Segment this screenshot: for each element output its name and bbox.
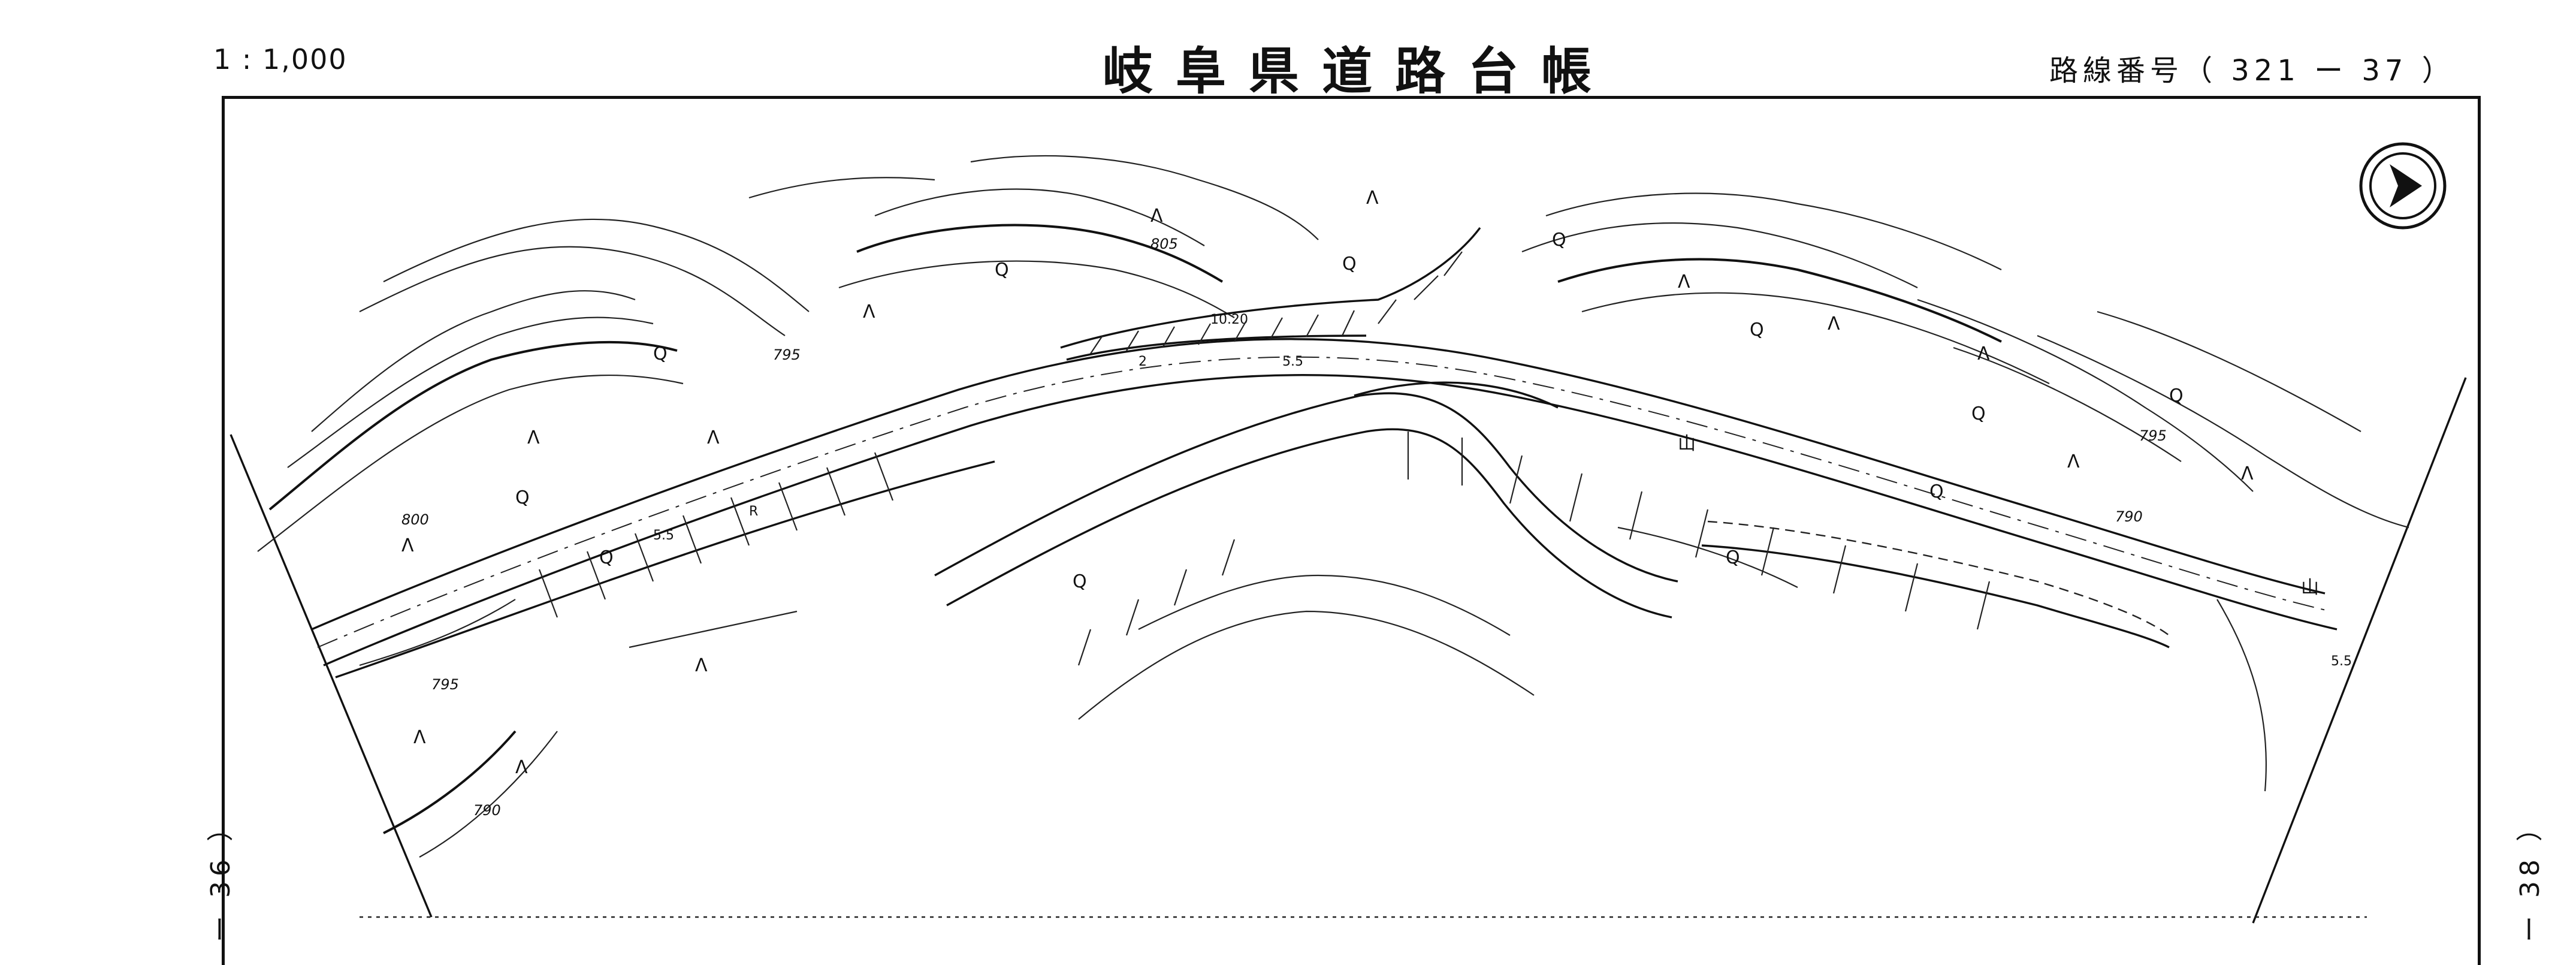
forest-symbol: Λ	[2241, 463, 2254, 484]
field-symbol: Q	[653, 343, 668, 364]
mountain-symbol: 山	[1678, 433, 1696, 454]
page-title: 岐阜県道路台帳	[1103, 42, 1615, 101]
field-symbol: Q	[1342, 254, 1357, 275]
contour-label: 795	[773, 346, 801, 363]
road-main	[311, 338, 2338, 678]
forest-symbol: Λ	[1150, 206, 1163, 227]
field-symbol: Q	[1726, 547, 1740, 568]
map-frame	[222, 96, 2481, 965]
field-symbol: Q	[1929, 481, 1944, 502]
map-labels: Λ Λ Λ Λ Λ Λ Λ Λ Λ Λ Λ Λ Λ Λ Q Q Q Q Q Q …	[401, 188, 2352, 819]
field-symbol: Q	[599, 547, 614, 568]
forest-symbol: Λ	[1828, 313, 1840, 334]
field-symbol: Q	[1073, 571, 1087, 592]
contour-label: 800	[401, 511, 429, 528]
contour-lines	[257, 155, 2409, 552]
road-map: Λ Λ Λ Λ Λ Λ Λ Λ Λ Λ Λ Λ Λ Λ Q Q Q Q Q Q …	[229, 142, 2467, 924]
forest-symbol: Λ	[1977, 343, 1990, 364]
forest-symbol: Λ	[1678, 272, 1690, 292]
contour-label: 795	[2139, 427, 2167, 444]
forest-symbol: Λ	[695, 655, 708, 676]
contour-lines-lower	[359, 526, 2267, 858]
curve-label: R	[749, 504, 758, 519]
road-width-label: 5.5	[2331, 654, 2352, 669]
forest-symbol: Λ	[863, 301, 875, 322]
map-scale: 1 : 1,000	[213, 43, 348, 76]
road-width-label: 5.5	[1282, 354, 1303, 369]
field-symbol: Q	[2169, 385, 2184, 406]
field-symbol: Q	[995, 260, 1009, 281]
forest-symbol: Λ	[515, 757, 528, 778]
road-width-label: 5.5	[653, 528, 674, 543]
sheet-boundary	[229, 377, 2467, 924]
contour-label: 795	[431, 676, 459, 693]
forest-symbol: Λ	[1366, 188, 1379, 209]
mountain-symbol: 山	[2301, 577, 2319, 598]
contour-label: 790	[2115, 508, 2143, 525]
stone-wall	[1060, 227, 1481, 361]
road-lower	[934, 392, 2170, 649]
road-width-label: 2	[1138, 354, 1147, 369]
contour-label: 805	[1150, 236, 1178, 252]
forest-symbol: Λ	[2067, 451, 2080, 472]
embankment-ticks	[538, 432, 1991, 666]
route-number: 路線番号（ 321 ー 37 ）	[2049, 54, 2456, 88]
forest-symbol: Λ	[401, 535, 414, 556]
field-symbol: Q	[1750, 319, 1764, 340]
north-arrow-icon	[2359, 142, 2447, 230]
contour-label: 790	[473, 802, 501, 819]
forest-symbol: Λ	[527, 427, 540, 448]
field-symbol: Q	[1552, 230, 1566, 251]
field-symbol: Q	[1971, 403, 1986, 424]
field-symbol: Q	[515, 487, 530, 508]
forest-symbol: Λ	[707, 427, 720, 448]
forest-symbol: Λ	[413, 727, 426, 748]
